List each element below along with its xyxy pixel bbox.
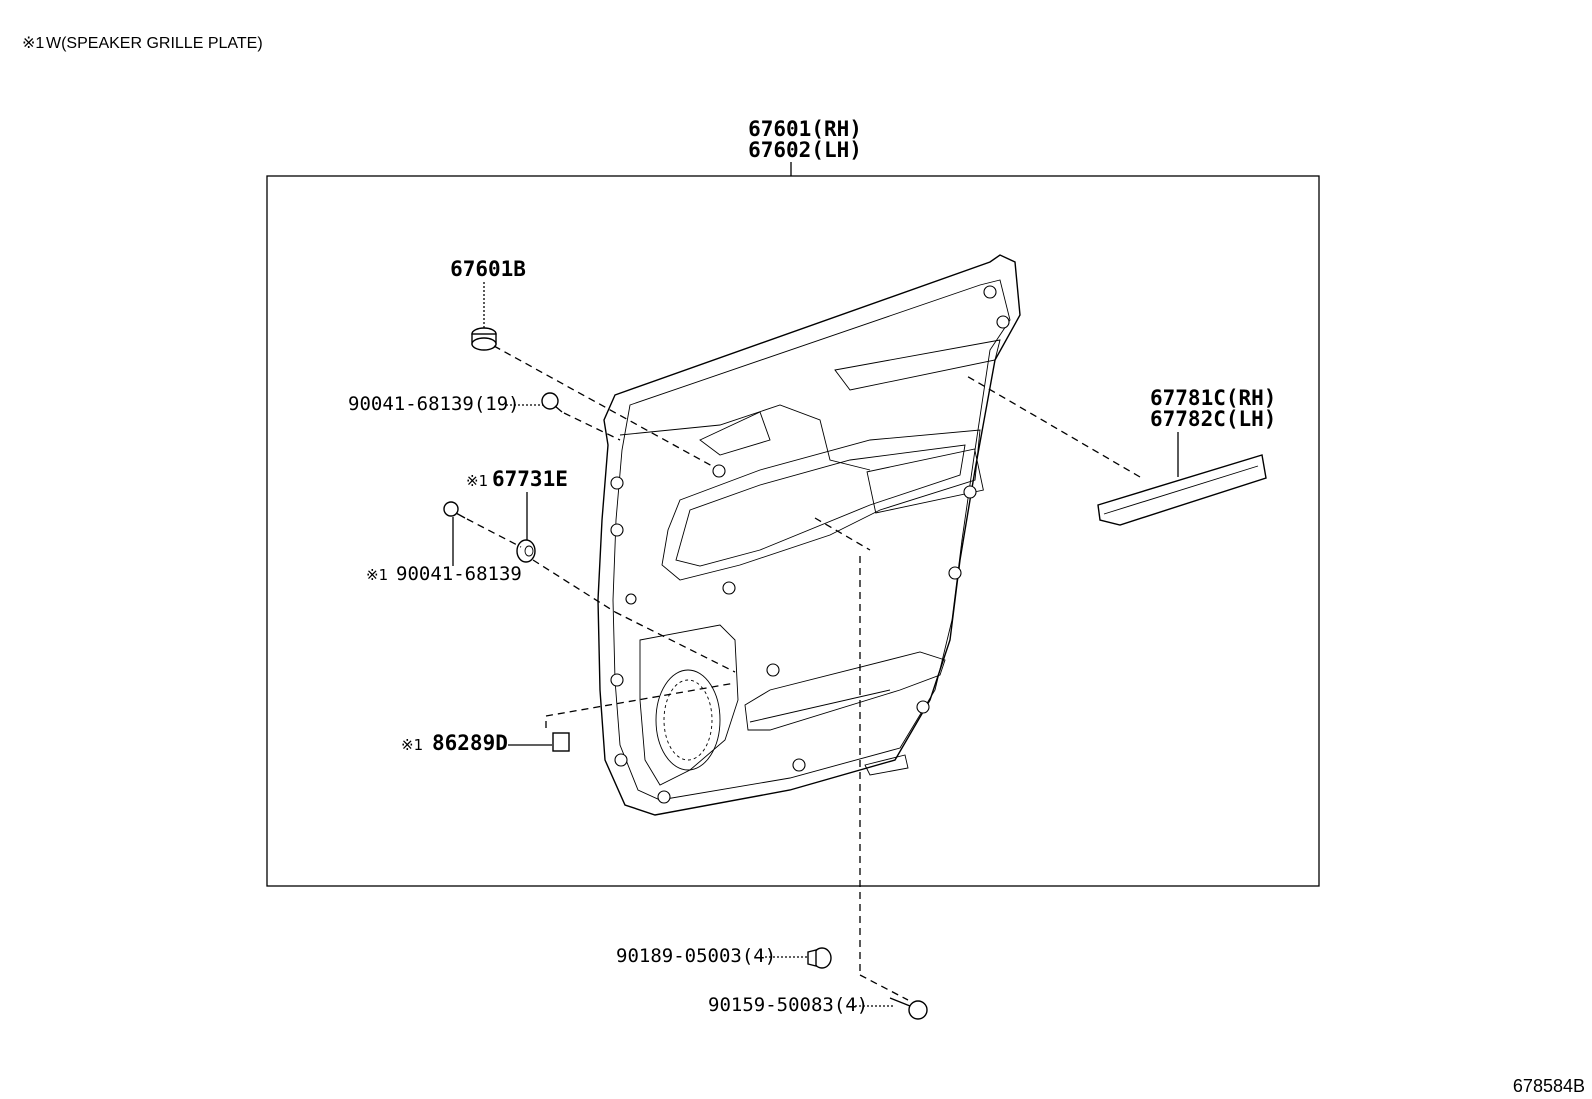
screw-alt-mark: ※1 — [366, 566, 388, 584]
label-grille[interactable]: 86289D — [432, 731, 508, 755]
dash-cover-b — [493, 345, 713, 467]
label-garnish-lh[interactable]: 67782C(LH) — [1150, 407, 1276, 431]
grille-part — [552, 732, 570, 752]
label-bolt[interactable]: 90159-50083(4) — [708, 994, 868, 1016]
label-door-trim-lh[interactable]: 67602(LH) — [748, 138, 862, 162]
label-garnish-rh[interactable]: 67781C(RH) — [1150, 386, 1276, 410]
dash-grille — [545, 682, 736, 728]
dash-to-speaker — [614, 611, 736, 673]
dash-screw-alt — [466, 518, 522, 548]
door-trim-panel — [597, 254, 1021, 816]
grommet-mark: ※1 — [466, 472, 488, 490]
label-grommet[interactable]: 67731E — [492, 467, 568, 491]
dash-bolt — [859, 974, 909, 1001]
grille-mark: ※1 — [401, 736, 423, 754]
diagram-ref-number: 678584B — [1513, 1076, 1585, 1096]
dash-screw-main — [563, 412, 621, 441]
cover-b-part — [471, 327, 497, 351]
label-clip[interactable]: 90189-05003(4) — [616, 945, 776, 967]
label-screw-main[interactable]: 90041-68139(19) — [348, 393, 520, 415]
grommet-part — [516, 539, 536, 563]
label-screw-alt[interactable]: 90041-68139 — [396, 563, 522, 585]
note-mark: ※1 — [22, 35, 44, 52]
dash-panel-bottom — [814, 517, 871, 551]
label-cover-b[interactable]: 67601B — [450, 257, 526, 281]
screw-main-part — [541, 392, 563, 413]
dash-garnish — [964, 374, 1141, 478]
dash-grommet — [532, 559, 616, 613]
bolt-part — [889, 997, 928, 1020]
screw-alt-part — [443, 501, 466, 519]
label-door-trim-rh[interactable]: 67601(RH) — [748, 117, 862, 141]
note-text: W(SPEAKER GRILLE PLATE) — [46, 35, 263, 52]
clip-part — [807, 947, 832, 969]
assembly-frame — [266, 175, 1320, 887]
garnish-part — [1097, 454, 1267, 526]
